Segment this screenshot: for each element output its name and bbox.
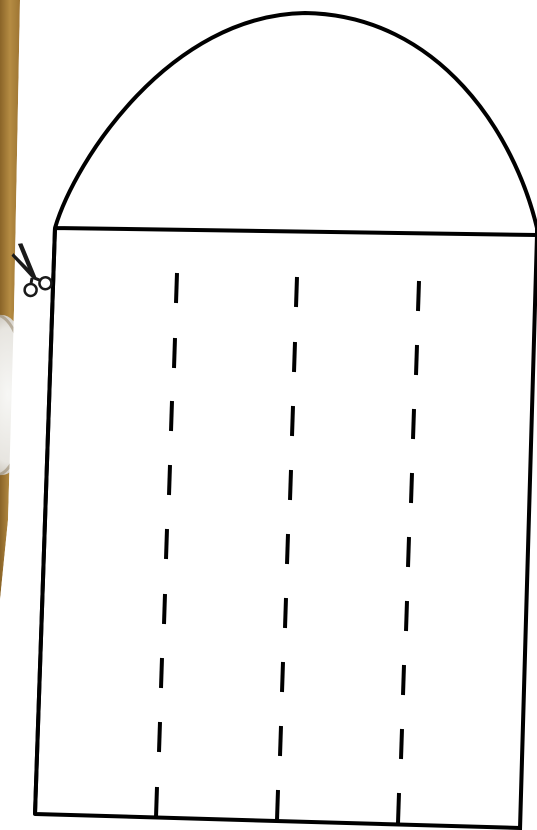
paper-sheet: [0, 0, 537, 830]
cutout-template-photo: [0, 0, 537, 830]
template-canvas: [0, 0, 537, 830]
